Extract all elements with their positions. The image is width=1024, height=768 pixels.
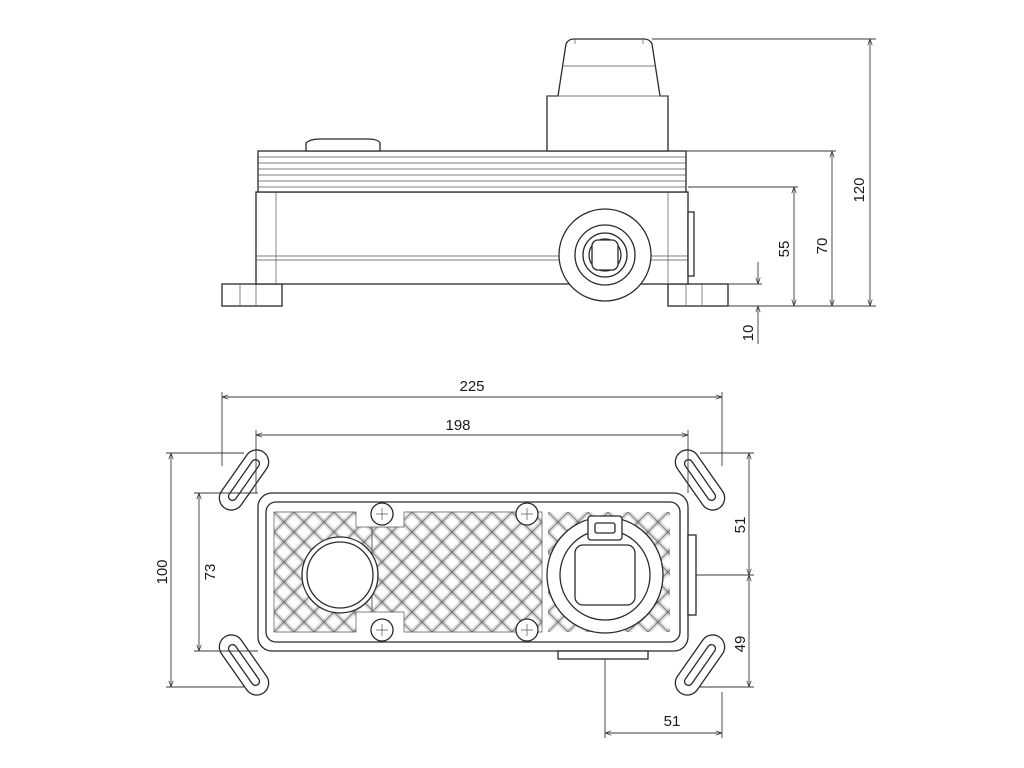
screw-icon [370,502,394,526]
dim-inner-depth: 73 [194,492,258,652]
dim-height-top-label: 70 [814,238,831,255]
dim-inner-width: 198 [255,417,689,493]
side-base-feet [221,283,729,307]
dim-height-outlet-label: 55 [776,241,793,258]
dim-height-total-label: 120 [851,177,868,202]
dim-bottom-offset: 51 [604,659,723,738]
dim-inner-depth-label: 73 [202,564,219,581]
dim-inner-width-label: 198 [445,417,470,434]
top-view: 225 198 100 73 51 [154,378,754,738]
top-right-cartridge [546,515,664,634]
screw-icon [370,618,394,642]
dim-overall-depth: 100 [154,452,244,688]
dim-height-top: 70 [686,150,836,306]
dim-right-lower-label: 49 [732,636,749,653]
dim-right-upper: 51 [696,452,754,576]
dim-right-upper-label: 51 [732,517,749,534]
side-ribbed-lid [257,138,687,193]
side-cartridge-cap [546,38,669,152]
dim-overall-width-label: 225 [459,378,484,395]
side-outlet-port [558,208,652,302]
dim-height-base: 10 [728,262,762,344]
top-side-tab [687,534,697,616]
side-view: 120 70 55 10 [221,38,876,344]
dim-overall-depth-label: 100 [154,559,171,584]
dim-height-base-label: 10 [740,325,757,342]
dim-bottom-offset-label: 51 [664,713,681,730]
screw-icon [515,618,539,642]
screw-icon [515,502,539,526]
top-left-port [301,536,379,614]
top-bottom-tab [557,650,649,660]
dim-overall-width: 225 [221,378,723,466]
dim-height-outlet: 55 [688,186,798,306]
dim-right-lower: 49 [700,575,754,688]
dim-height-total: 120 [652,38,876,307]
